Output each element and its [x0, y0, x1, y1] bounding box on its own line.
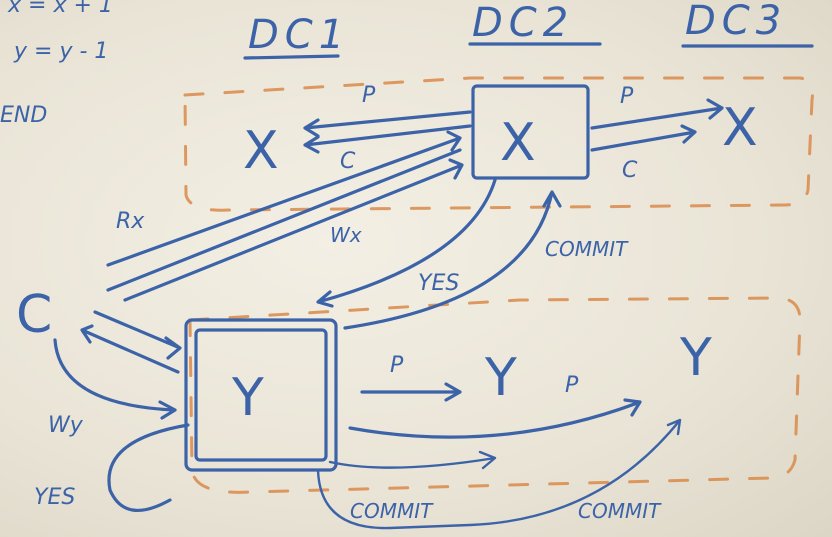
y-dc3-node: Y	[679, 328, 712, 388]
p-arrow-y3	[348, 398, 642, 439]
commit-y2-arrow	[328, 450, 497, 470]
x-dc2-node: X	[500, 113, 536, 173]
p-label-y2: P	[390, 353, 404, 378]
x-dc3-node: X	[722, 98, 758, 158]
x-group-region	[183, 76, 814, 212]
yes-y-label: YES	[34, 485, 75, 510]
code-line-2: y = y - 1	[13, 39, 108, 64]
dc1-heading: DC1	[248, 12, 350, 58]
p-arrow-y2	[360, 382, 462, 402]
p-arrow-dc1	[303, 110, 472, 138]
c-arrow-dc1	[303, 124, 472, 154]
yes-x-arrow	[316, 178, 497, 308]
p-arrow-dc3	[590, 98, 724, 130]
p-label-dc1: P	[362, 83, 376, 108]
commit-x-arrow	[343, 190, 562, 330]
p-label-y3: P	[565, 373, 579, 398]
y-dc1-box-inner	[194, 328, 328, 462]
rx-label: Rx	[116, 209, 145, 234]
x-dc1-node: X	[243, 121, 279, 181]
c-label-dc3: C	[622, 158, 638, 183]
y-group-region	[188, 296, 802, 494]
commit-y3-label: COMMIT	[578, 499, 662, 523]
dc3-heading: DC3	[685, 0, 787, 44]
yes-x-label: YES	[418, 271, 459, 296]
commit-x-label: COMMIT	[545, 237, 629, 261]
code-line-1: x = x + 1	[7, 0, 113, 18]
wy-arrow	[53, 338, 177, 420]
client-to-y-arrow	[93, 310, 182, 360]
y-dc1-node: Y	[231, 368, 264, 428]
rx-return-line	[106, 148, 462, 292]
p-label-dc3: P	[620, 84, 634, 109]
wx-label: Wx	[330, 223, 362, 247]
wx-arrow	[123, 158, 464, 302]
c-label-dc1: C	[340, 149, 356, 174]
c-arrow-dc3	[590, 124, 697, 152]
y-to-client-arrow	[80, 324, 180, 374]
client-node: C	[16, 285, 52, 345]
dc2-heading: DC2	[472, 0, 574, 46]
y-dc1-box-outer	[184, 318, 338, 472]
commit-y3-arrow	[316, 418, 682, 530]
commit-y2-label: COMMIT	[350, 499, 434, 523]
yes-y-loop	[107, 423, 190, 512]
code-line-3: END	[0, 103, 47, 128]
y-dc2-node: Y	[484, 348, 517, 408]
dc1-underline	[243, 54, 340, 60]
wy-label: Wy	[48, 413, 84, 438]
x-dc2-box	[471, 84, 590, 180]
rx-arrow	[106, 130, 462, 267]
